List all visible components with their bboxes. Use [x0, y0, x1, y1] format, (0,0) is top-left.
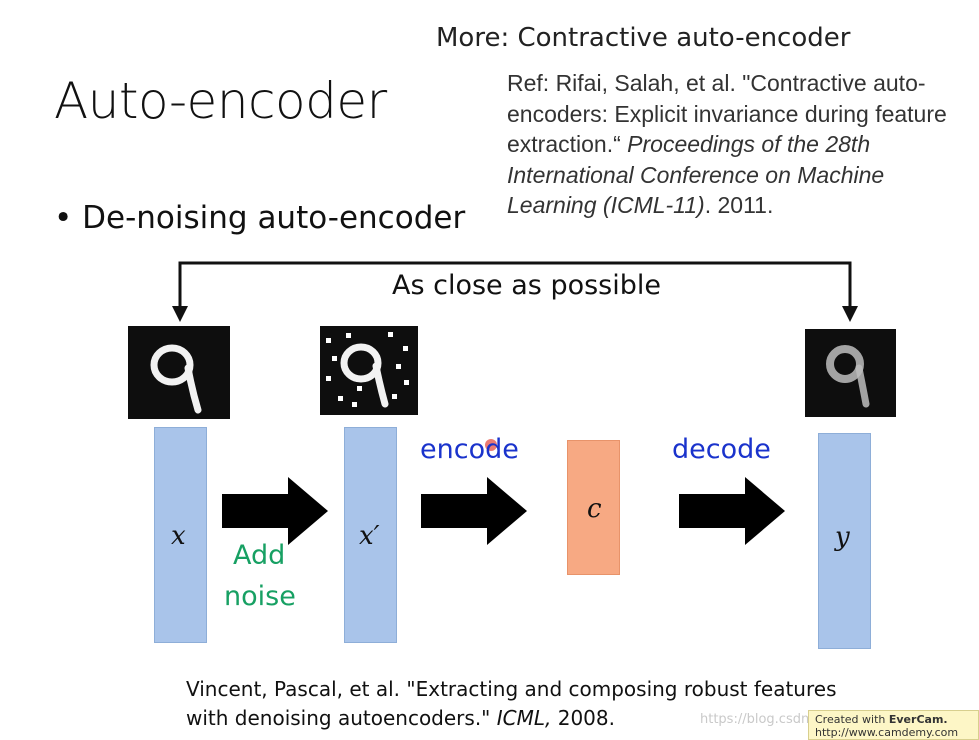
encode-label: encode: [420, 434, 519, 465]
close-label: As close as possible: [392, 270, 661, 301]
encode-arrow: [421, 477, 527, 545]
digit-noisy-image: [320, 326, 418, 415]
citation-line2: with denoising autoencoders." ICML, 2008…: [186, 704, 837, 733]
evercam-brand: EverCam.: [888, 713, 948, 726]
bullet-text: De-noising auto-encoder: [82, 200, 466, 236]
reference-venue: Proceedings of the 28th International Co…: [507, 131, 885, 218]
reference-rifai: Ref: Rifai, Salah, et al. "Contractive a…: [507, 68, 967, 221]
noisy-vector-label: x′: [359, 521, 380, 551]
output-vector-y: [818, 433, 871, 649]
blog-watermark: https://blog.csdn.net: [700, 712, 835, 727]
add-noise-label-line1: Add: [233, 540, 286, 571]
close-bracket: [178, 261, 852, 312]
mouse-pointer-marker: [485, 439, 497, 451]
more-title: More: Contractive auto-encoder: [436, 23, 851, 53]
citation-year: 2008.: [551, 706, 615, 730]
digit-reconstructed-image: [805, 329, 896, 417]
evercam-line1: Created with EverCam.: [815, 713, 972, 726]
decode-label: decode: [672, 434, 771, 465]
decode-arrow: [679, 477, 785, 545]
page-title: Auto-encoder: [54, 72, 387, 130]
bracket-arrowhead-right: [842, 306, 858, 322]
evercam-line2: http://www.camdemy.com: [815, 726, 959, 739]
noisy-vector-x-prime: [344, 427, 397, 643]
citation-venue: ICML,: [496, 706, 552, 730]
citation-title-end: with denoising autoencoders.": [186, 706, 497, 730]
digit-original-image: [128, 326, 230, 419]
add-noise-label-line2: noise: [224, 581, 296, 612]
code-vector-c: [567, 440, 620, 575]
citation-vincent: Vincent, Pascal, et al. "Extracting and …: [186, 675, 837, 733]
code-vector-label: c: [587, 494, 602, 524]
output-vector-label: y: [835, 522, 850, 552]
bullet-denoising: • De-noising auto-encoder: [54, 200, 466, 236]
evercam-prefix: Created with: [815, 713, 889, 726]
reference-year: . 2011.: [704, 192, 774, 218]
bracket-arrowhead-left: [172, 306, 188, 322]
add-noise-arrow: [222, 477, 328, 545]
input-vector-x: [154, 427, 207, 643]
reference-authors: Ref: Rifai, Salah, et al. "Contractive a…: [507, 70, 947, 157]
evercam-badge: Created with EverCam. http://www.camdemy…: [808, 710, 979, 740]
input-vector-label: x: [171, 521, 186, 551]
citation-line1: Vincent, Pascal, et al. "Extracting and …: [186, 677, 837, 701]
